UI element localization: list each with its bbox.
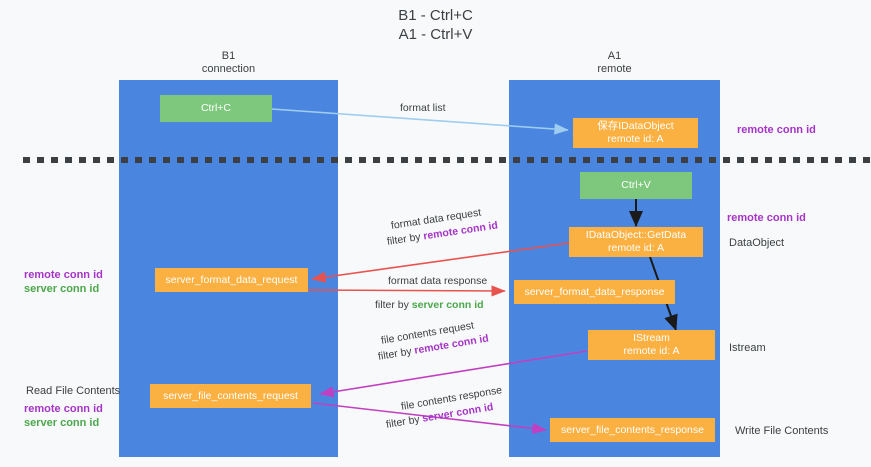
column-a1-subtitle: remote bbox=[597, 63, 632, 75]
filter-prefix-4: filter by bbox=[385, 412, 424, 431]
column-b1-name: B1 bbox=[221, 50, 236, 62]
node-istream-line2: remote id: A bbox=[623, 345, 680, 357]
annotation-write-file-contents: Write File Contents bbox=[735, 425, 829, 437]
title-line-2: A1 - Ctrl+V bbox=[398, 26, 473, 43]
node-save-dataobject[interactable]: 保存IDataObject remote id: A bbox=[573, 118, 698, 148]
node-getdata-line1: IDataObject::GetData bbox=[585, 229, 687, 241]
node-server-file-contents-request-label: server_file_contents_request bbox=[163, 389, 298, 402]
node-server-format-data-response-label: server_format_data_response bbox=[524, 285, 665, 298]
column-header-b1: B1 connection bbox=[119, 50, 338, 76]
annotation-left-server-conn-id-mid: server conn id bbox=[24, 283, 100, 295]
node-server-file-contents-response[interactable]: server_file_contents_response bbox=[550, 418, 715, 442]
node-istream-line1: IStream bbox=[633, 332, 670, 344]
node-server-file-contents-request[interactable]: server_file_contents_request bbox=[150, 384, 311, 408]
node-save-dataobject-line1: 保存IDataObject bbox=[597, 120, 674, 132]
node-getdata-line2: remote id: A bbox=[607, 242, 665, 254]
node-server-format-data-request[interactable]: server_format_data_request bbox=[155, 268, 308, 292]
column-header-a1: A1 remote bbox=[509, 50, 720, 76]
edge-label-format-data-response-filter: filter by server conn id bbox=[375, 298, 484, 312]
filter-prefix-2: filter by bbox=[375, 299, 412, 311]
node-ctrl-c[interactable]: Ctrl+C bbox=[160, 95, 272, 122]
annotation-dataobject: DataObject bbox=[729, 237, 785, 249]
annotation-remote-conn-id-top: remote conn id bbox=[737, 124, 816, 136]
annotation-left-server-conn-id-bottom: server conn id bbox=[24, 417, 100, 429]
annotation-istream: Istream bbox=[729, 342, 766, 354]
node-save-dataobject-line2: remote id: A bbox=[607, 133, 664, 145]
title-line-1: B1 - Ctrl+C bbox=[398, 7, 473, 24]
node-ctrl-v[interactable]: Ctrl+V bbox=[580, 172, 692, 199]
page-title: B1 - Ctrl+C A1 - Ctrl+V bbox=[0, 6, 871, 44]
column-b1-subtitle: connection bbox=[201, 63, 256, 75]
node-istream[interactable]: IStream remote id: A bbox=[588, 330, 715, 360]
filter-key-2: server conn id bbox=[411, 299, 484, 311]
filter-prefix-1: filter by bbox=[386, 230, 425, 248]
annotation-left-remote-conn-id-mid: remote conn id bbox=[24, 269, 103, 281]
annotation-read-file-contents: Read File Contents bbox=[26, 385, 121, 397]
column-a1-name: A1 bbox=[607, 50, 622, 62]
node-idataobject-getdata[interactable]: IDataObject::GetData remote id: A bbox=[569, 227, 703, 257]
node-ctrl-v-label: Ctrl+V bbox=[621, 179, 651, 191]
edge-label-format-data-response: format data response bbox=[388, 275, 488, 287]
edge-label-format-list: format list bbox=[400, 102, 446, 114]
node-ctrl-c-label: Ctrl+C bbox=[200, 102, 232, 114]
node-server-format-data-request-label: server_format_data_request bbox=[165, 273, 298, 286]
annotation-remote-conn-id-mid: remote conn id bbox=[727, 212, 806, 224]
annotation-left-remote-conn-id-bottom: remote conn id bbox=[24, 403, 103, 415]
node-server-format-data-response[interactable]: server_format_data_response bbox=[514, 280, 675, 304]
node-server-file-contents-response-label: server_file_contents_response bbox=[560, 423, 704, 436]
